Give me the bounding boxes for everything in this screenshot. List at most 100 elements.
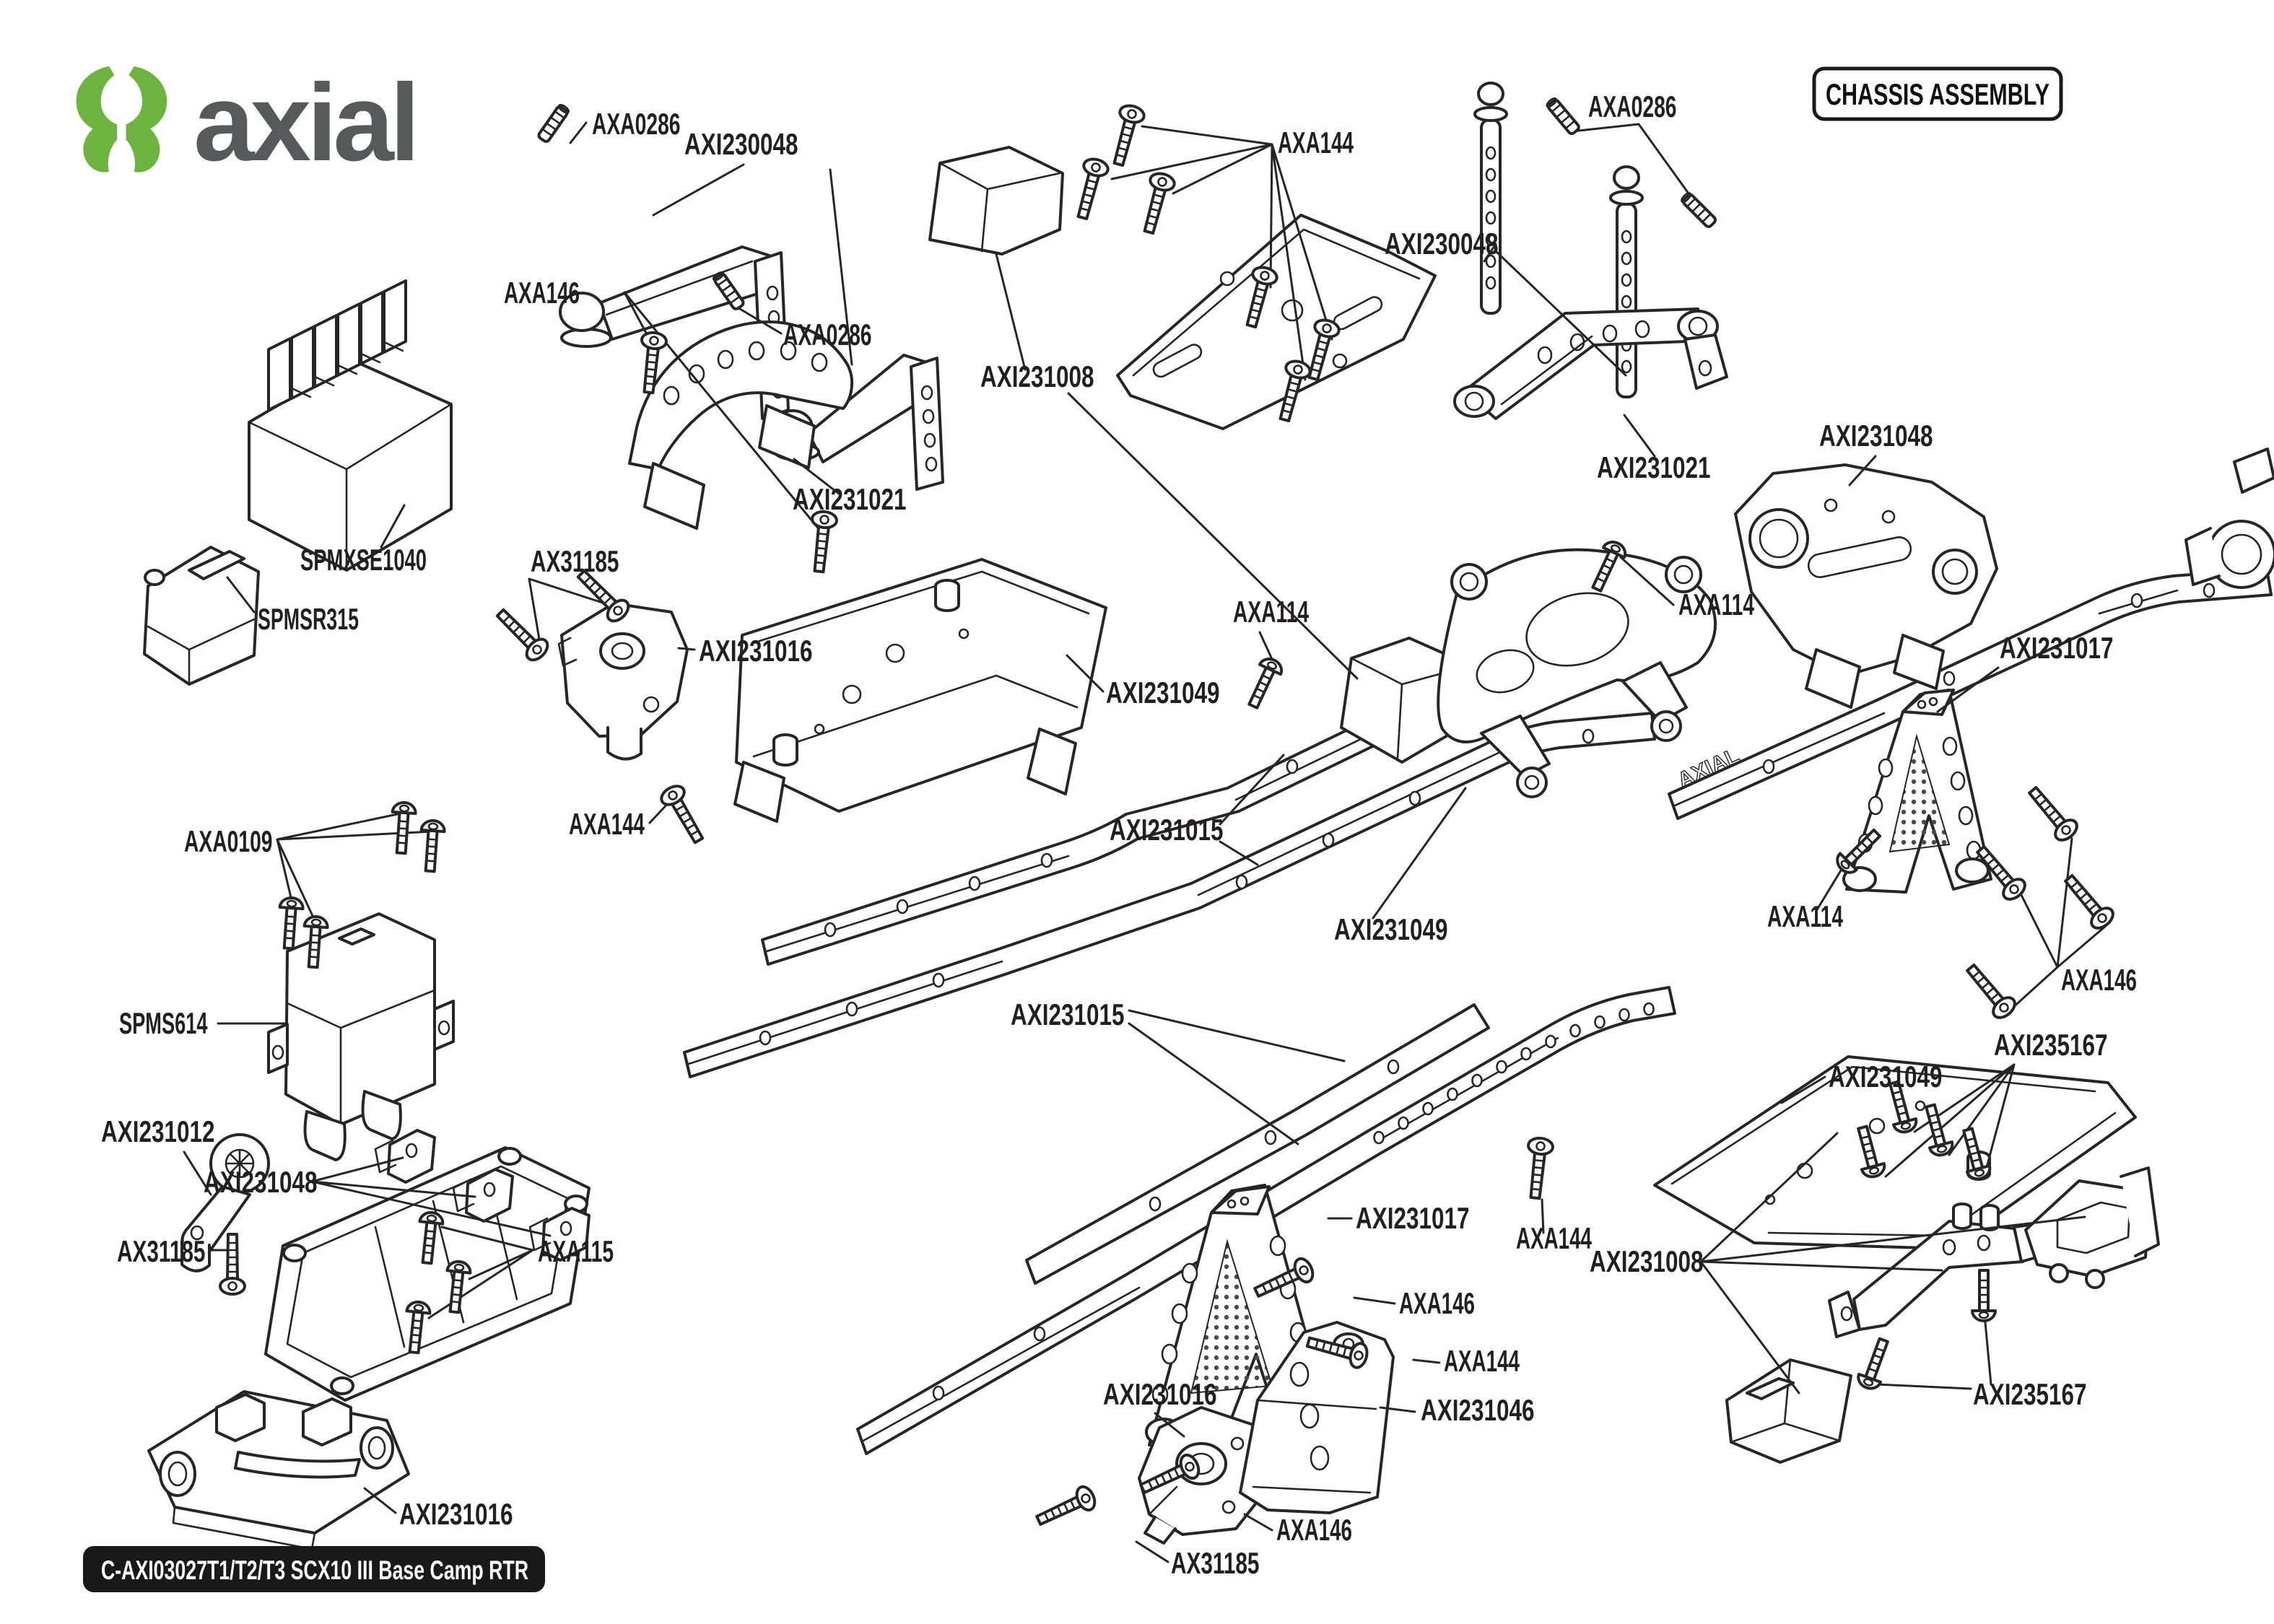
axial-logo: axial (76, 61, 420, 184)
screw-axa144-rear (1521, 1135, 1556, 1201)
part-link-mount-axi231046 (1239, 1321, 1395, 1514)
part-label-axi231049-39: AXI231049 (1829, 1060, 1943, 1093)
part-label-spmsr315-12: SPMSR315 (258, 602, 359, 636)
screw-axa144-mid (656, 780, 711, 848)
part-trans-cradle-axi231049 (1437, 548, 1717, 798)
part-label-axi231049-41: AXI231049 (1106, 676, 1220, 710)
part-label-axa144-26: AXA144 (1516, 1221, 1592, 1255)
axial-logo-wordmark: axial (193, 61, 416, 184)
screw-axa114-1 (1241, 653, 1286, 712)
screw-ax31185-3 (219, 1233, 246, 1296)
part-servo-horn-axi231012 (180, 1133, 270, 1272)
axial-logo-icon (76, 66, 167, 173)
part-label-axa0286-3: AXA0286 (783, 318, 872, 352)
part-front-bumper-axi231016 (147, 1390, 410, 1550)
part-label-axi231016-22: AXI231016 (399, 1497, 513, 1531)
part-label-axa114-33: AXA114 (1233, 595, 1309, 629)
part-label-axa144-28: AXA144 (1444, 1344, 1520, 1378)
part-label-axi235167-43: AXI235167 (1973, 1377, 2087, 1411)
part-esc-spmxse1040 (248, 279, 453, 572)
screw-set-axa0286-3 (1543, 95, 1582, 137)
part-label-axi235167-38: AXI235167 (1994, 1028, 2108, 1062)
part-servo-bracket-1 (374, 1129, 436, 1184)
screw-axi235167-5 (1971, 1269, 1997, 1322)
part-label-axa0109-15: AXA0109 (184, 824, 273, 858)
part-label-axa146-2: AXA146 (504, 276, 580, 310)
part-label-axi231021-4: AXI231021 (793, 482, 907, 516)
part-label-axa146-37: AXA146 (2061, 963, 2137, 997)
part-rear-brace-axi231048 (1734, 463, 1998, 709)
leader-lines (183, 121, 2108, 1563)
screw-axa0109-2 (417, 818, 447, 873)
part-label-axa114-36: AXA114 (1767, 899, 1843, 933)
part-steering-knuckle-partial (2184, 448, 2274, 589)
part-shock-bracket-bottom-axi231016 (1138, 1406, 1269, 1545)
part-servo-tray-axi231048 (264, 1146, 591, 1402)
part-label-axa144-6: AXA144 (1278, 126, 1354, 160)
screw-axa144-f2 (1068, 154, 1112, 222)
part-bumper-mount-axi231008 (2024, 1166, 2160, 1289)
part-label-axi231015-23: AXI231015 (1011, 997, 1125, 1031)
screw-axa146-r3 (2057, 868, 2119, 934)
part-front-body-mount-axi231021 (628, 320, 854, 530)
part-servo-spms614 (267, 912, 455, 1161)
screw-axa146-r1 (2021, 780, 2083, 846)
part-label-axi231048-21: AXI231048 (204, 1165, 318, 1199)
part-battery-tray-axi231049 (733, 558, 1107, 823)
part-label-axi231049-40: AXI231049 (1334, 912, 1448, 946)
part-body-post-right (1609, 165, 1644, 398)
part-body-post-left (1473, 82, 1508, 315)
part-receiver-spmsr315 (143, 546, 260, 686)
part-label-axa144-16: AXA144 (569, 807, 645, 841)
part-label-axi231017-24: AXI231017 (1356, 1201, 1470, 1235)
parts-layer: AXIAL (143, 82, 2274, 1550)
part-a-frame-axi231017-rear (1842, 689, 1992, 894)
part-label-spmxse1040-11: SPMXSE1040 (300, 543, 427, 577)
part-label-axa0286-0: AXA0286 (592, 107, 681, 141)
part-label-axi231017-35: AXI231017 (2000, 631, 2114, 665)
part-label-ax31185-32: AX31185 (1171, 1546, 1260, 1580)
part-bumper-guard-axi231008 (1725, 1358, 1852, 1464)
part-labels: AXA0286AXI230048AXA146AXA0286AXI231021AX… (101, 90, 2137, 1580)
part-label-axa114-34: AXA114 (1678, 588, 1754, 621)
footer-text: C-AXI03027T1/T2/T3 SCX10 III Base Camp R… (101, 1555, 528, 1585)
part-label-axi230048-1: AXI230048 (684, 127, 798, 161)
screw-ax31185-1 (492, 604, 552, 664)
part-label-axi231016-14: AXI231016 (699, 634, 813, 668)
part-label-axi231008-5: AXI231008 (980, 359, 1094, 393)
part-label-axi230048-8: AXI230048 (1385, 227, 1499, 261)
screw-set-axa0286-4 (1680, 191, 1717, 228)
part-label-axa146-31: AXA146 (1276, 1513, 1352, 1547)
screw-axa0109-3 (275, 895, 305, 951)
part-label-spms614-17: SPMS614 (119, 1006, 208, 1040)
part-label-axi231012-18: AXI231012 (101, 1114, 215, 1148)
part-label-axi231008-27: AXI231008 (1590, 1244, 1704, 1278)
title-text: CHASSIS ASSEMBLY (1826, 77, 2049, 111)
screw-axa146-2 (805, 509, 840, 575)
part-label-axi231016-30: AXI231016 (1103, 1377, 1217, 1411)
part-label-axa0286-7: AXA0286 (1588, 90, 1677, 123)
part-label-ax31185-13: AX31185 (531, 544, 619, 578)
part-shock-bracket-axi231016 (557, 602, 689, 761)
part-chassis-rail-bottom-rear (1025, 1003, 1490, 1285)
footer-kit-label: C-AXI03027T1/T2/T3 SCX10 III Base Camp R… (83, 1546, 545, 1592)
screw-axa146-r4 (1959, 958, 2021, 1023)
part-skid-wedge-upper-axi231008 (928, 146, 1064, 256)
part-label-axi231048-10: AXI231048 (1819, 419, 1933, 453)
part-label-ax31185-19: AX31185 (117, 1234, 206, 1268)
screw-ax31185-b (1032, 1482, 1100, 1533)
part-chassis-rail-right-rear: AXIAL (1668, 567, 2273, 820)
part-label-axi231046-29: AXI231046 (1421, 1393, 1535, 1427)
screw-set-axa0286-1 (536, 102, 572, 144)
part-label-axa115-20: AXA115 (538, 1234, 614, 1268)
part-label-axi231021-9: AXI231021 (1597, 450, 1711, 484)
title-box: CHASSIS ASSEMBLY (1812, 66, 2063, 121)
part-motor-plate (1116, 214, 1437, 430)
screw-axa144-f3 (1135, 169, 1178, 237)
screw-axa0109-1 (388, 800, 418, 855)
part-label-axi231015-42: AXI231015 (1110, 813, 1224, 847)
part-label-axa146-25: AXA146 (1399, 1286, 1475, 1320)
part-rear-body-mount-axi231021 (1453, 307, 1728, 420)
screw-axa144-f1 (1105, 101, 1148, 169)
